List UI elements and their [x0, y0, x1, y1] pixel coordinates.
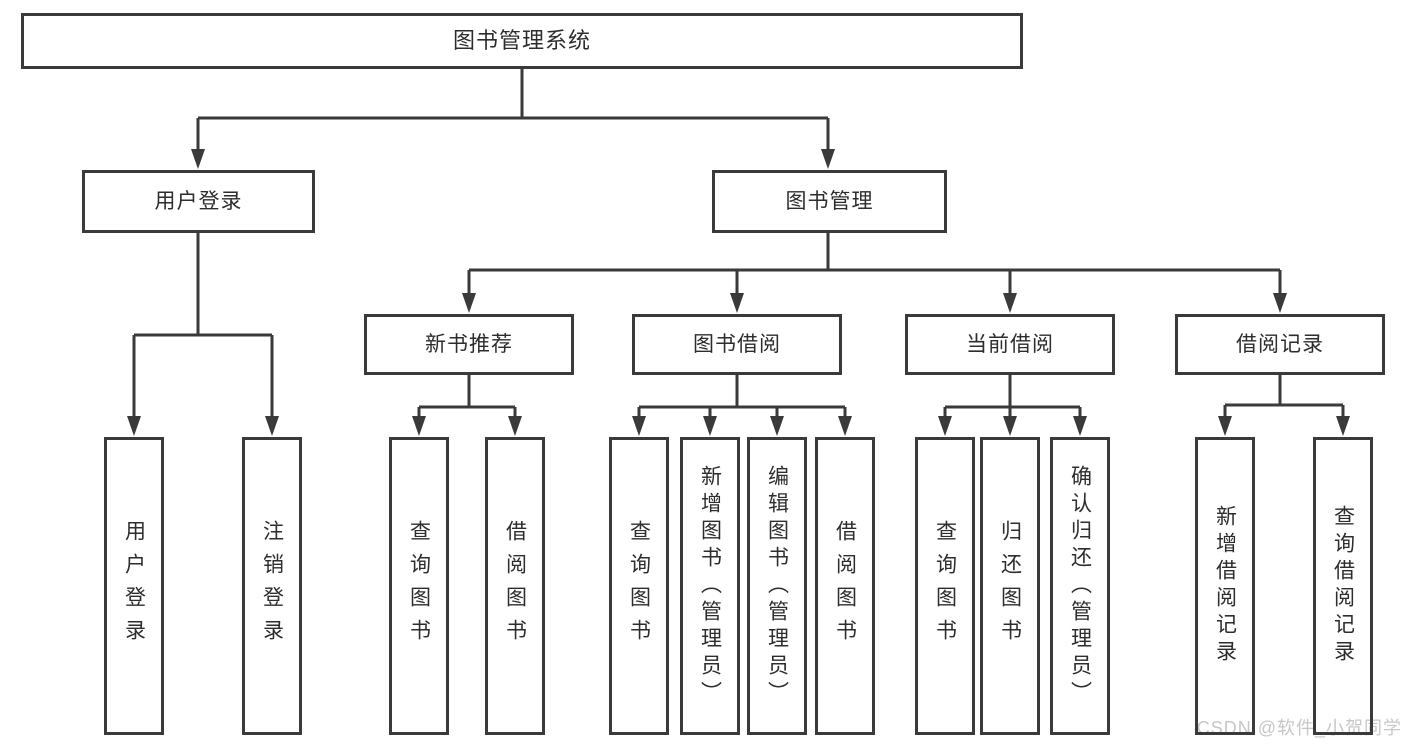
node-user-login: 用户登录: [82, 170, 315, 233]
leaf-return-books: 归还图书: [980, 437, 1040, 735]
connector-bookmgmt-to-level3: [462, 233, 1287, 313]
leaf-edit-books-admin-label: 编辑图书（管理员）: [765, 464, 789, 708]
leaf-query-books-3: 查询图书: [915, 437, 975, 735]
leaf-borrow-books-2: 借阅图书: [815, 437, 875, 735]
leaf-add-books-admin-label: 新增图书（管理员）: [698, 464, 722, 708]
node-book-borrowing-label: 图书借阅: [693, 333, 781, 356]
leaf-confirm-return-admin-label: 确认归还（管理员）: [1068, 464, 1092, 708]
node-user-login-label: 用户登录: [154, 190, 243, 213]
node-current-borrowing-label: 当前借阅: [966, 333, 1054, 356]
connector-currentborrow-to-leaves: [938, 375, 1087, 436]
leaf-query-borrow-record-label: 查询借阅记录: [1331, 505, 1355, 667]
node-library-system: 图书管理系统: [21, 13, 1023, 69]
leaf-query-books-1: 查询图书: [389, 437, 449, 735]
leaf-query-books-1-label: 查询图书: [407, 520, 431, 652]
leaf-add-books-admin: 新增图书（管理员）: [680, 437, 740, 735]
node-book-management-label: 图书管理: [785, 190, 874, 213]
leaf-borrow-books-1: 借阅图书: [485, 437, 545, 735]
connector-borrowrecord-to-leaves: [1218, 375, 1350, 436]
node-borrow-records-label: 借阅记录: [1236, 333, 1324, 356]
node-current-borrowing: 当前借阅: [905, 314, 1115, 375]
connector-userlogin-to-leaves: [127, 233, 279, 436]
leaf-query-borrow-record: 查询借阅记录: [1313, 437, 1373, 735]
leaf-query-books-2: 查询图书: [609, 437, 669, 735]
leaf-confirm-return-admin: 确认归还（管理员）: [1050, 437, 1110, 735]
leaf-query-books-2-label: 查询图书: [627, 520, 651, 652]
leaf-borrow-books-2-label: 借阅图书: [833, 520, 857, 652]
leaf-return-books-label: 归还图书: [998, 520, 1022, 652]
node-new-book-recommend: 新书推荐: [364, 314, 574, 375]
csdn-watermark: CSDN @软件_小贺同学: [1196, 718, 1402, 738]
node-book-borrowing: 图书借阅: [632, 314, 842, 375]
leaf-user-login-label: 用户登录: [122, 520, 146, 652]
leaf-add-borrow-record: 新增借阅记录: [1195, 437, 1255, 735]
leaf-logout: 注销登录: [242, 437, 302, 735]
leaf-query-books-3-label: 查询图书: [933, 520, 957, 652]
leaf-user-login: 用户登录: [104, 437, 164, 735]
node-library-system-label: 图书管理系统: [452, 28, 591, 53]
leaf-borrow-books-1-label: 借阅图书: [503, 520, 527, 652]
node-book-management: 图书管理: [712, 170, 947, 233]
leaf-logout-label: 注销登录: [260, 520, 284, 652]
leaf-add-borrow-record-label: 新增借阅记录: [1213, 505, 1237, 667]
connector-root-to-level2: [191, 69, 835, 169]
leaf-edit-books-admin: 编辑图书（管理员）: [747, 437, 807, 735]
connector-newbook-to-leaves: [412, 375, 522, 436]
node-borrow-records: 借阅记录: [1175, 314, 1385, 375]
connector-bookborrow-to-leaves: [632, 375, 852, 436]
node-new-book-recommend-label: 新书推荐: [425, 333, 513, 356]
